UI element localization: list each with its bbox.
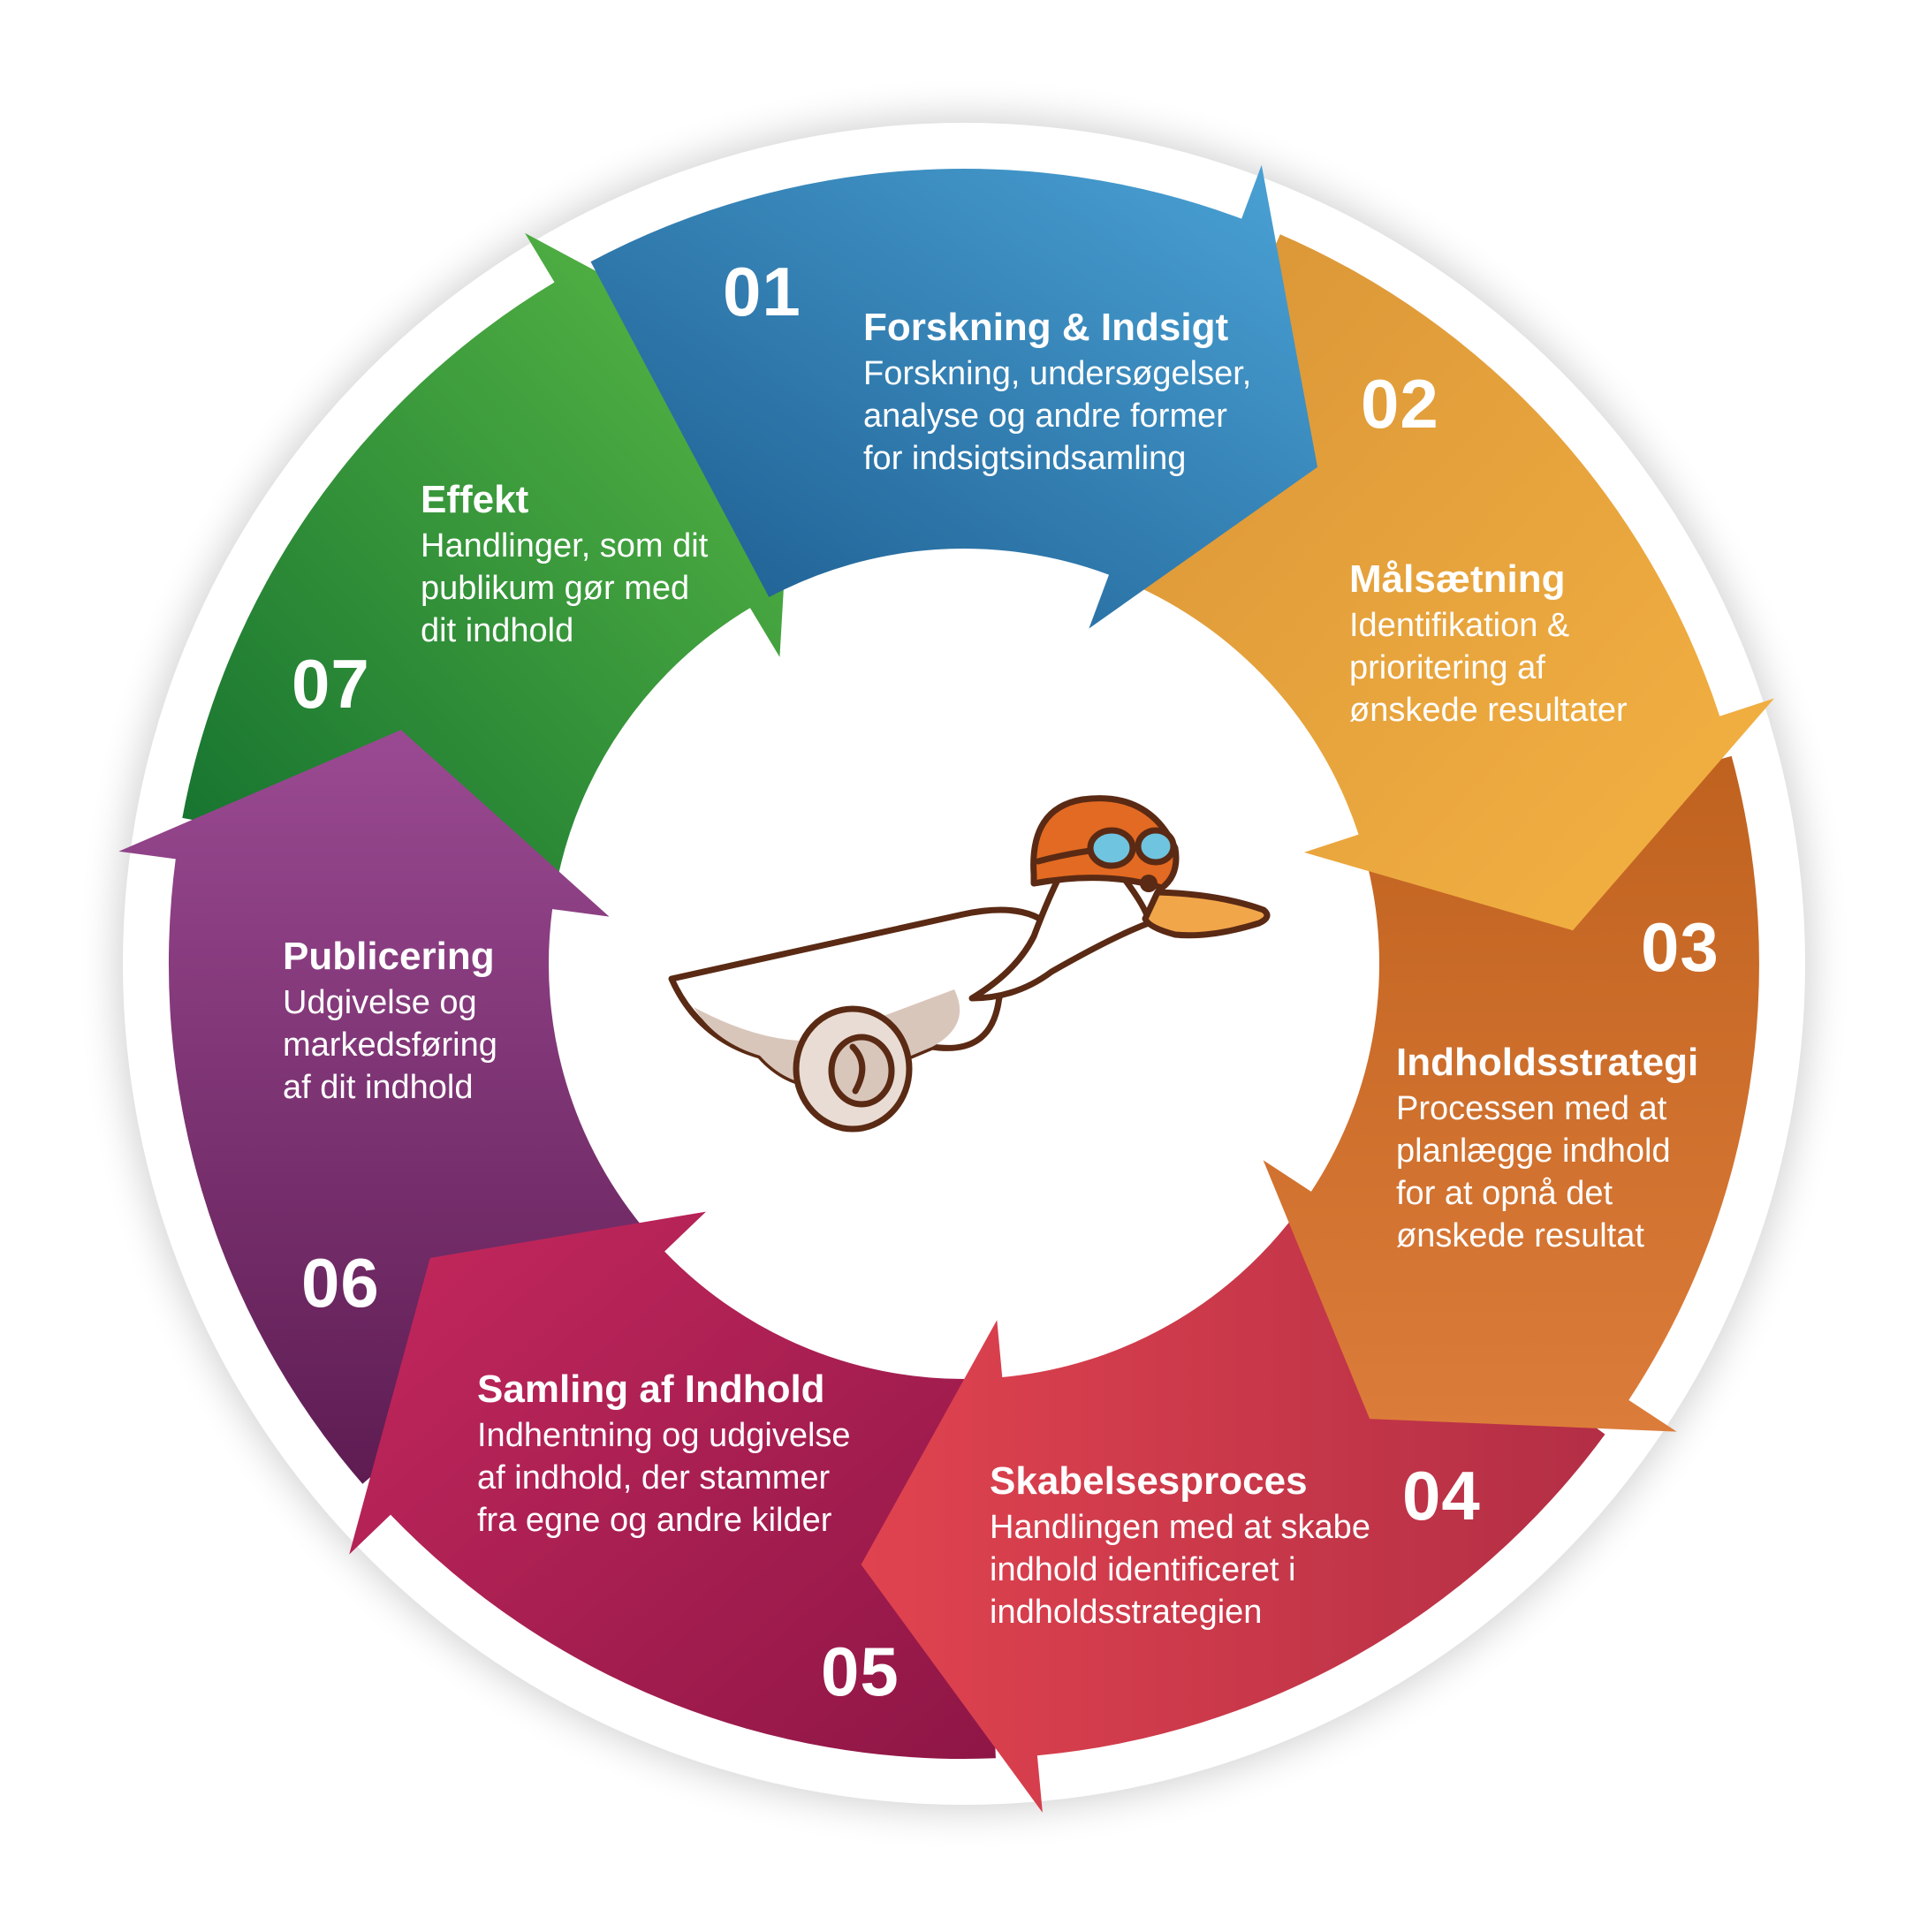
- step-4-text: Skabelsesproces Handlingen med at skabe …: [990, 1457, 1370, 1633]
- step-3-title: Indholdsstrategi: [1396, 1041, 1699, 1084]
- step-2-line: Identifikation &: [1349, 607, 1570, 644]
- step-1-number: 01: [723, 253, 801, 330]
- step-6-number: 06: [301, 1244, 380, 1322]
- step-3-description: Processen med at planlægge indhold for a…: [1396, 1087, 1698, 1257]
- step-1-line: analyse og andre former: [863, 398, 1227, 435]
- step-6-line: af dit indhold: [283, 1069, 474, 1106]
- step-1-line: Forskning, undersøgelser,: [863, 355, 1252, 392]
- step-3-line: for at opnå det: [1396, 1175, 1613, 1212]
- step-5-line: af indhold, der stammer: [477, 1459, 831, 1496]
- step-2-line: ønskede resultater: [1349, 692, 1628, 729]
- duck-pilot-mascot-icon: [668, 795, 1271, 1133]
- step-7-line: publikum gør med: [421, 570, 690, 607]
- step-2-title: Målsætning: [1349, 557, 1566, 601]
- step-5-line: fra egne og andre kilder: [477, 1502, 832, 1539]
- step-4-description: Handlingen med at skabe indhold identifi…: [990, 1506, 1370, 1633]
- step-6-line: markedsføring: [283, 1027, 497, 1064]
- step-5-text: Samling af Indhold Indhentning og udgive…: [477, 1365, 851, 1542]
- step-1-title: Forskning & Indsigt: [863, 306, 1229, 349]
- step-3-number: 03: [1641, 908, 1719, 986]
- step-7-number: 07: [292, 645, 370, 723]
- step-2-line: prioritering af: [1349, 649, 1545, 686]
- step-6-line: Udgivelse og: [283, 984, 477, 1021]
- step-6-description: Udgivelse og markedsføring af dit indhol…: [283, 981, 497, 1109]
- step-2-text: Målsætning Identifikation & prioritering…: [1349, 555, 1628, 731]
- step-2-number: 02: [1361, 365, 1439, 443]
- step-1-line: for indsigtsindsamling: [863, 440, 1187, 477]
- step-5-title: Samling af Indhold: [477, 1368, 825, 1411]
- step-1-arrow: [590, 164, 1317, 629]
- step-3-arrow: [1263, 755, 1759, 1432]
- step-6-title: Publicering: [283, 935, 495, 978]
- step-7-line: dit indhold: [421, 612, 574, 649]
- step-1-description: Forskning, undersøgelser, analyse og and…: [863, 352, 1251, 480]
- arrow-segments: [118, 164, 1774, 1813]
- step-7-arrow: [182, 232, 796, 888]
- step-5-arrow: [349, 1211, 996, 1760]
- step-7-description: Handlinger, som dit publikum gør med dit…: [421, 525, 708, 652]
- step-3-line: Processen med at: [1396, 1090, 1667, 1127]
- step-1-text: Forskning & Indsigt Forskning, undersøge…: [863, 303, 1251, 480]
- step-3-line: ønskede resultat: [1396, 1217, 1644, 1254]
- step-7-title: Effekt: [421, 478, 529, 521]
- step-5-line: Indhentning og udgivelse: [477, 1417, 851, 1454]
- step-6-text: Publicering Udgivelse og markedsføring a…: [283, 932, 497, 1109]
- step-2-description: Identifikation & prioritering af ønskede…: [1349, 604, 1628, 731]
- step-4-title: Skabelsesproces: [990, 1459, 1308, 1503]
- step-5-number: 05: [821, 1633, 899, 1710]
- step-7-text: Effekt Handlinger, som dit publikum gør …: [421, 475, 708, 652]
- step-4-line: indhold identificeret i: [990, 1551, 1296, 1588]
- step-4-number: 04: [1402, 1457, 1481, 1534]
- step-4-line: indholdsstrategien: [990, 1594, 1263, 1631]
- step-5-description: Indhentning og udgivelse af indhold, der…: [477, 1414, 851, 1542]
- step-3-text: Indholdsstrategi Processen med at planlæ…: [1396, 1038, 1698, 1257]
- step-3-line: planlægge indhold: [1396, 1133, 1671, 1170]
- step-7-line: Handlinger, som dit: [421, 527, 709, 564]
- step-4-line: Handlingen med at skabe: [990, 1509, 1370, 1546]
